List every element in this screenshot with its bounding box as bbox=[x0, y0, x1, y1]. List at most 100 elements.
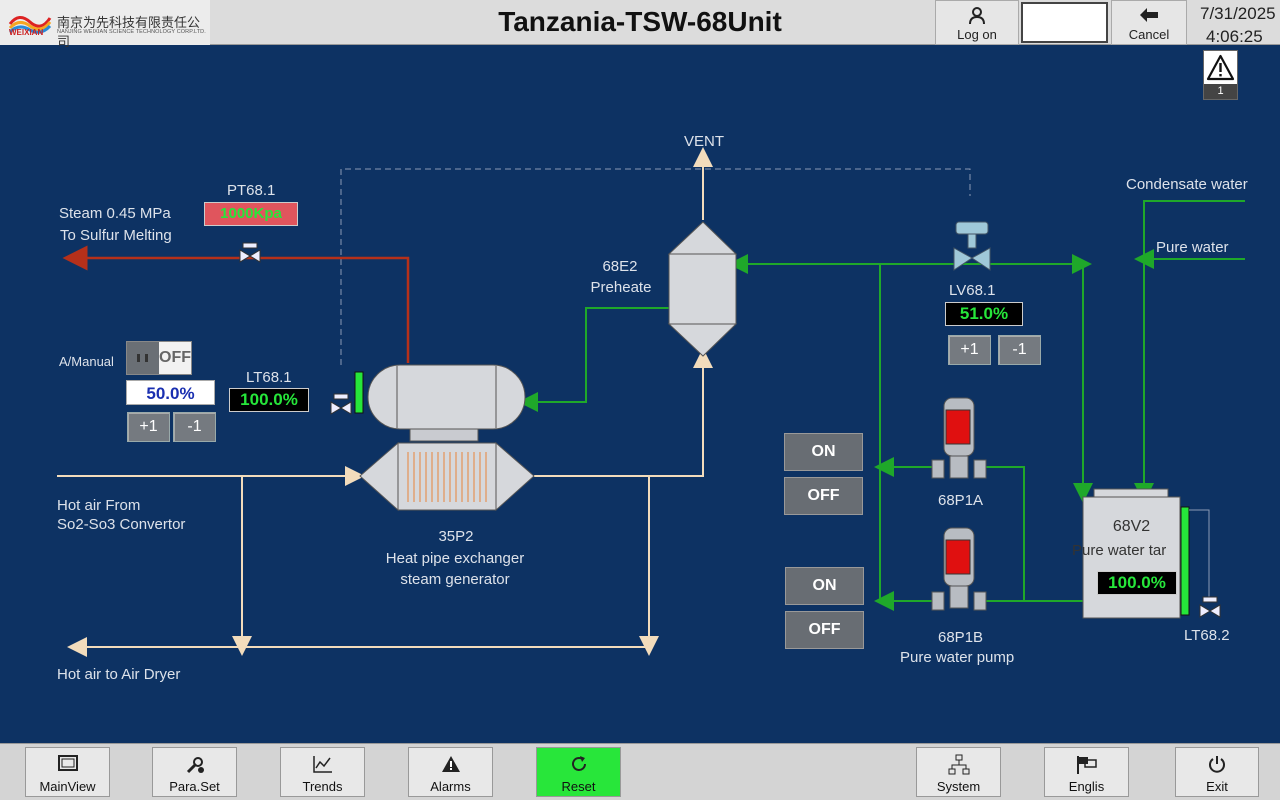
pump-b-tag-label: 68P1B bbox=[938, 629, 984, 646]
network-icon bbox=[948, 754, 969, 775]
company-name-en: NANJING WEIXIAN SCIENCE TECHNOLOGY CORP.… bbox=[57, 29, 206, 35]
lt2-tag-label: LT68.2 bbox=[1184, 627, 1230, 644]
logon-label: Log on bbox=[957, 27, 997, 42]
cancel-label: Cancel bbox=[1128, 27, 1170, 42]
logon-button[interactable]: Log on bbox=[935, 0, 1019, 45]
preheated-water-line bbox=[518, 307, 669, 412]
date-display: 7/31/2025 bbox=[1200, 4, 1276, 23]
pt-value: 1000Kpa bbox=[204, 202, 298, 226]
pump-suction-line bbox=[986, 466, 1083, 602]
pump-68p1b-icon bbox=[931, 527, 987, 611]
vent-label: VENT bbox=[684, 133, 725, 150]
logo-wordmark: WEIXIAN bbox=[9, 28, 44, 37]
hot-air-to-label: Hot air to Air Dryer bbox=[57, 666, 181, 683]
tank-id-label: 68V2 bbox=[1112, 518, 1151, 535]
pump-b-on-button[interactable]: ON bbox=[785, 567, 864, 605]
settings-tools-icon bbox=[186, 757, 204, 774]
refresh-icon bbox=[571, 756, 586, 771]
drum-valve-icon bbox=[330, 393, 352, 415]
alarms-label: Alarms bbox=[430, 779, 471, 794]
pump-a-off-button[interactable]: OFF bbox=[784, 477, 863, 515]
lt1-value: 100.0% bbox=[229, 388, 309, 412]
page-title: Tanzania-TSW-68Unit bbox=[498, 6, 782, 37]
company-name-cn: 南京为先科技有限责任公司 bbox=[57, 16, 201, 50]
time-display: 4:06:25 bbox=[1206, 27, 1263, 46]
back-arrow-icon bbox=[1140, 8, 1158, 22]
alarm-indicator[interactable]: 1 bbox=[1203, 50, 1238, 100]
system-button[interactable]: System bbox=[916, 747, 1001, 797]
preheater-name-label: Preheate bbox=[590, 279, 652, 296]
language-label: Englis bbox=[1068, 779, 1105, 794]
condensate-label: Condensate water bbox=[1126, 176, 1248, 193]
condensate-line bbox=[1134, 200, 1245, 503]
tank-valve-icon bbox=[1199, 596, 1221, 618]
mainview-label: MainView bbox=[39, 779, 96, 794]
lt1-tag-label: LT68.1 bbox=[246, 369, 292, 386]
system-label: System bbox=[936, 779, 981, 794]
hot-air-from-line1: Hot air From bbox=[57, 497, 141, 514]
preheater-id-label: 68E2 bbox=[602, 258, 638, 275]
steam-drum bbox=[367, 364, 526, 442]
steam-valve-icon bbox=[239, 242, 261, 263]
toggle-knob bbox=[127, 342, 159, 374]
steam-label-line1: Steam 0.45 MPa bbox=[59, 205, 171, 222]
steam-line bbox=[62, 245, 410, 363]
pump-a-tag-label: 68P1A bbox=[938, 492, 984, 509]
pt-tag-label: PT68.1 bbox=[227, 182, 276, 199]
power-icon bbox=[1209, 756, 1225, 773]
manual-decrement-button[interactable]: -1 bbox=[173, 412, 216, 442]
paraset-button[interactable]: Para.Set bbox=[152, 747, 237, 797]
flag-icon bbox=[1076, 756, 1097, 774]
warning-icon bbox=[1206, 54, 1235, 81]
preheater-68e2 bbox=[667, 221, 738, 357]
mainview-button[interactable]: MainView bbox=[25, 747, 110, 797]
hot-air-from-line2: So2-So3 Convertor bbox=[57, 516, 186, 533]
heat-pipe-exchanger bbox=[359, 441, 535, 512]
manual-setpoint-field[interactable]: 50.0% bbox=[126, 380, 215, 405]
monitor-icon bbox=[57, 755, 78, 771]
tank-name-label: Pure water tar bbox=[1072, 542, 1167, 559]
hot-air-to-preheater-line bbox=[534, 348, 713, 477]
pump-name-label: Pure water pump bbox=[900, 649, 1015, 666]
pump-b-off-button[interactable]: OFF bbox=[785, 611, 864, 649]
company-logo-icon bbox=[8, 16, 52, 34]
exchanger-name-line1: Heat pipe exchanger bbox=[385, 550, 525, 567]
control-signal-line bbox=[340, 168, 971, 365]
company-logo: WEIXIAN 南京为先科技有限责任公司 NANJING WEIXIAN SCI… bbox=[0, 0, 210, 50]
reset-label: Reset bbox=[561, 779, 596, 794]
drum-level-bar bbox=[354, 371, 364, 414]
header-bar: WEIXIAN 南京为先科技有限责任公司 NANJING WEIXIAN SCI… bbox=[0, 0, 1280, 50]
alarm-count: 1 bbox=[1204, 84, 1237, 99]
pure-water-label: Pure water bbox=[1156, 239, 1229, 256]
trends-button[interactable]: Trends bbox=[280, 747, 365, 797]
toggle-grip-icon bbox=[137, 354, 148, 362]
user-icon bbox=[969, 7, 985, 25]
pump-68p1a-icon bbox=[931, 397, 987, 479]
exchanger-name-line2: steam generator bbox=[400, 571, 510, 588]
manual-increment-button[interactable]: +1 bbox=[127, 412, 170, 442]
pump-a-on-button[interactable]: ON bbox=[784, 433, 863, 471]
auto-manual-toggle[interactable]: OFF bbox=[126, 341, 192, 375]
pure-water-tank bbox=[1082, 488, 1181, 619]
paraset-label: Para.Set bbox=[169, 779, 220, 794]
lv-value: 51.0% bbox=[945, 302, 1023, 326]
toggle-state-label: OFF bbox=[159, 349, 191, 366]
exchanger-id-label: 35P2 bbox=[438, 528, 474, 545]
language-button[interactable]: Englis bbox=[1044, 747, 1129, 797]
trend-chart-icon bbox=[312, 756, 332, 773]
current-user-field[interactable] bbox=[1021, 2, 1108, 43]
steam-label-line2: To Sulfur Melting bbox=[60, 227, 172, 244]
lv-increment-button[interactable]: +1 bbox=[948, 335, 991, 365]
cancel-button[interactable]: Cancel bbox=[1111, 0, 1187, 45]
exit-label: Exit bbox=[1206, 779, 1228, 794]
warning-icon bbox=[441, 756, 460, 772]
alarms-button[interactable]: Alarms bbox=[408, 747, 493, 797]
control-valve-icon bbox=[953, 221, 991, 271]
reset-button[interactable]: Reset bbox=[536, 747, 621, 797]
auto-manual-label: A/Manual bbox=[59, 354, 114, 369]
lv-tag-label: LV68.1 bbox=[949, 282, 996, 299]
trends-label: Trends bbox=[302, 779, 343, 794]
lv-decrement-button[interactable]: -1 bbox=[998, 335, 1041, 365]
exit-button[interactable]: Exit bbox=[1175, 747, 1259, 797]
